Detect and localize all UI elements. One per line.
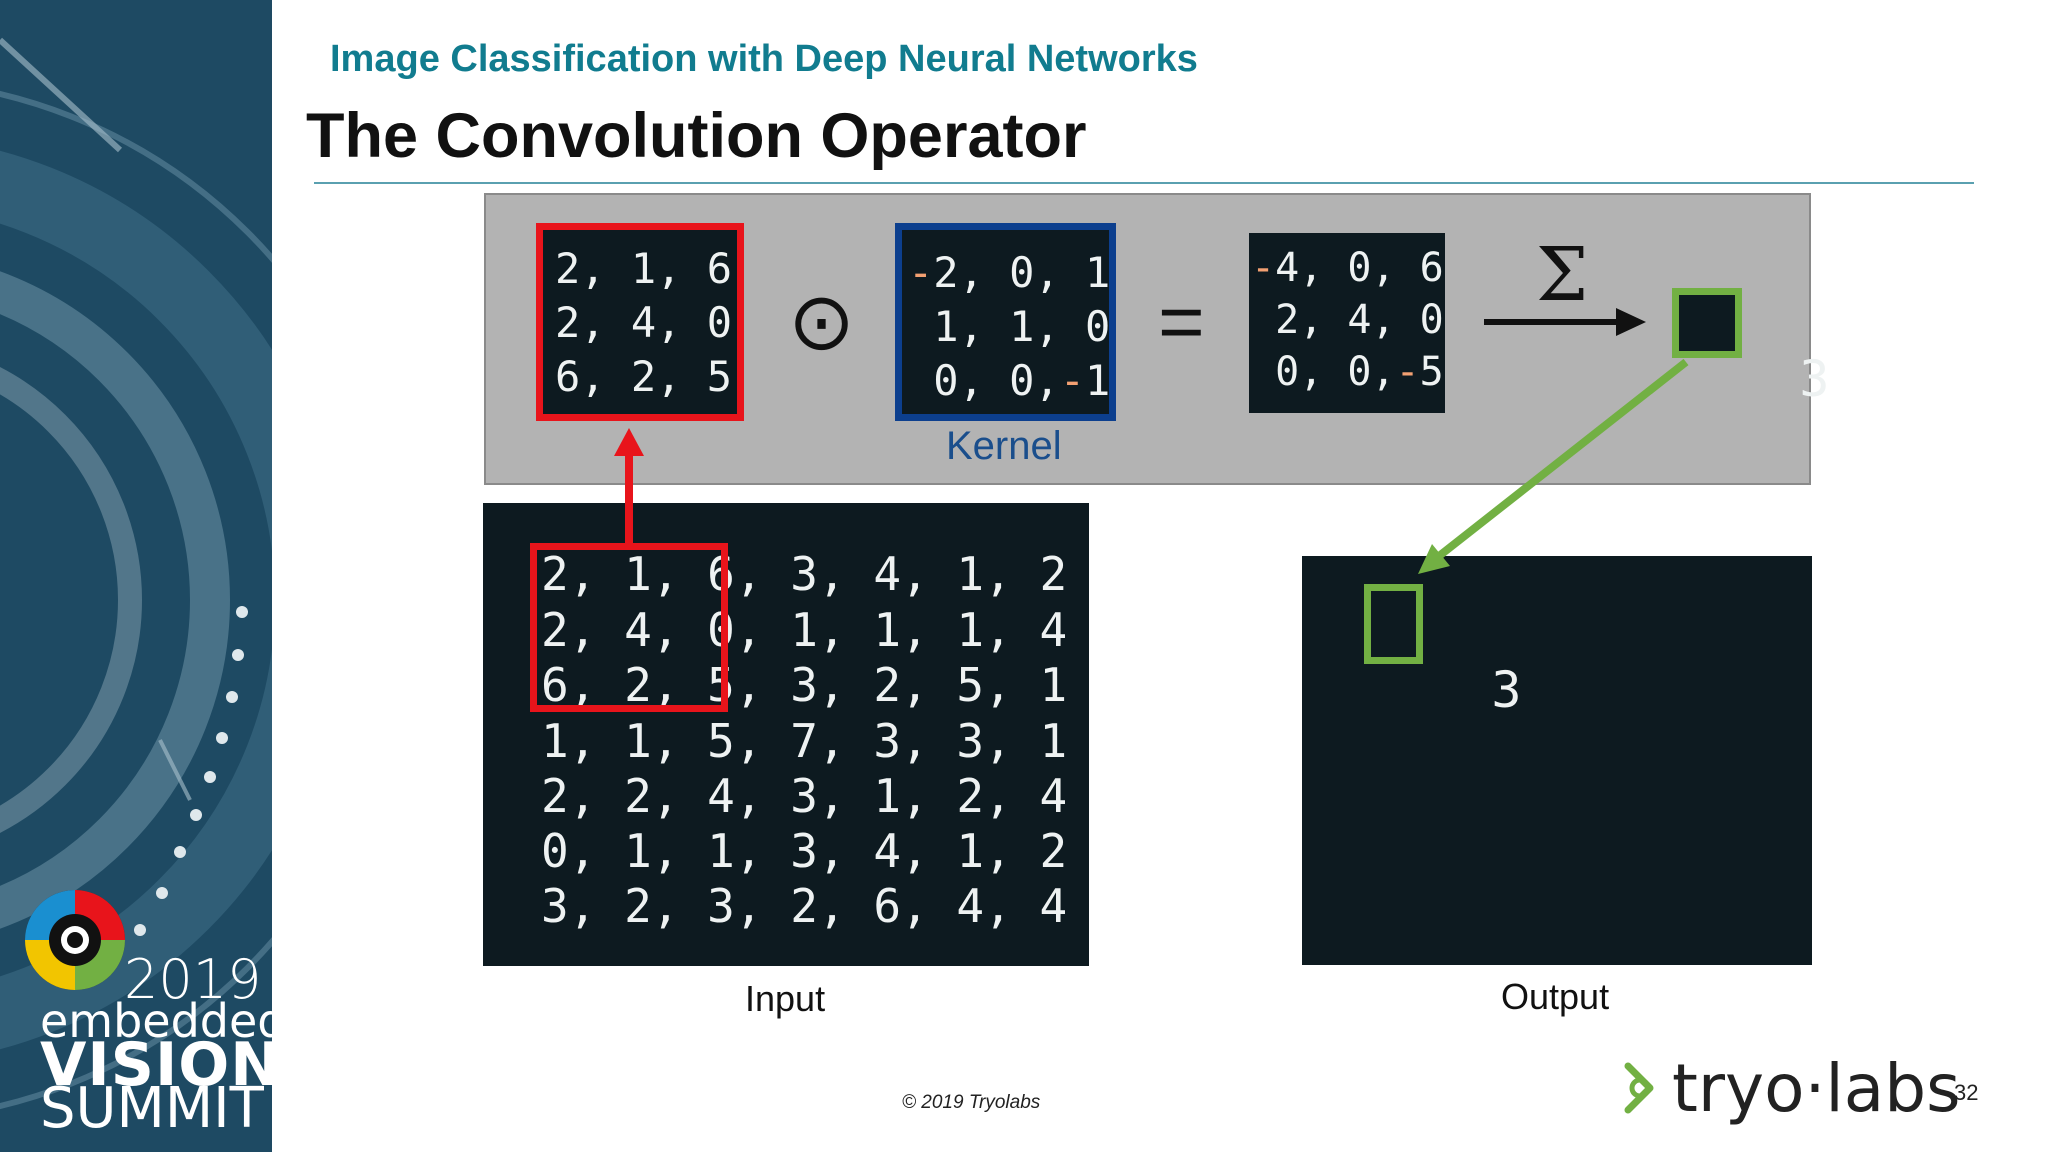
conference-sidebar [0,0,272,1152]
tryolabs-logo-icon [1624,1062,1654,1114]
input-row: 2, 4, 0, 1, 1, 1, 4 [541,603,1068,657]
diagonal-arrow [1418,358,1689,574]
header-divider [314,182,1974,184]
kernel-row: -2, 0, 1 [908,248,1111,297]
product-matrix: -4, 0, 6 2, 4, 0 0, 0,-5 [1249,233,1445,413]
conference-name-line2: VISION [40,1030,282,1100]
sum-symbol: Σ [1536,232,1589,318]
patch-row: 2, 1, 6 [555,244,733,293]
input-matrix: 2, 1, 6, 3, 4, 1, 2 2, 4, 0, 1, 1, 1, 4 … [483,503,1089,966]
patch-row: 2, 4, 0 [555,298,733,347]
output-cell: 3 [1364,584,1522,719]
patch-row: 6, 2, 5 [555,352,733,401]
result-value: 3 [1799,350,1830,408]
kernel-matrix: -2, 0, 1 1, 1, 0 0, 0,-1 [895,223,1116,421]
input-row: 3, 2, 3, 2, 6, 4, 4 [541,879,1068,933]
kernel-label: Kernel [946,424,1062,468]
equals-sign: = [1158,277,1205,366]
hadamard-operator: ⊙ [788,277,856,366]
tryolabs-logo-text: tryo·labs [1672,1050,1961,1127]
conference-year: 2019 [124,948,262,1011]
conference-name-line3: SUMMIT [40,1076,264,1141]
selection-window [530,543,728,712]
input-row: 0, 1, 1, 3, 4, 1, 2 [541,824,1068,878]
output-value: 3 [1491,661,1522,719]
input-row: 1, 1, 5, 7, 3, 3, 1 [541,714,1068,768]
product-row: -4, 0, 6 [1251,245,1444,291]
copyright-footer: © 2019 Tryolabs [902,1092,1041,1113]
input-row: 2, 2, 4, 3, 1, 2, 4 [541,769,1068,823]
kernel-row: 1, 1, 0 [908,302,1111,351]
sum-arrow [1484,308,1646,336]
patch-matrix: 2, 1, 6 2, 4, 0 6, 2, 5 [536,223,744,421]
page-number: 32 [1954,1080,1979,1105]
slide-title: The Convolution Operator [306,101,1087,171]
result-box: 3 [1672,288,1830,407]
input-label: Input [745,978,826,1019]
product-row: 0, 0,-5 [1251,349,1444,395]
product-row: 2, 4, 0 [1251,297,1444,343]
kernel-row: 0, 0,-1 [908,356,1111,405]
conference-name-line1: embedded [40,994,287,1048]
input-row: 6, 2, 5, 3, 2, 5, 1 [541,658,1068,712]
input-row: 2, 1, 6, 3, 4, 1, 2 [541,547,1068,601]
output-label: Output [1501,976,1610,1017]
up-arrow [614,428,644,543]
sidebar-graphic [0,0,272,1152]
slide-subtitle: Image Classification with Deep Neural Ne… [330,38,1198,80]
